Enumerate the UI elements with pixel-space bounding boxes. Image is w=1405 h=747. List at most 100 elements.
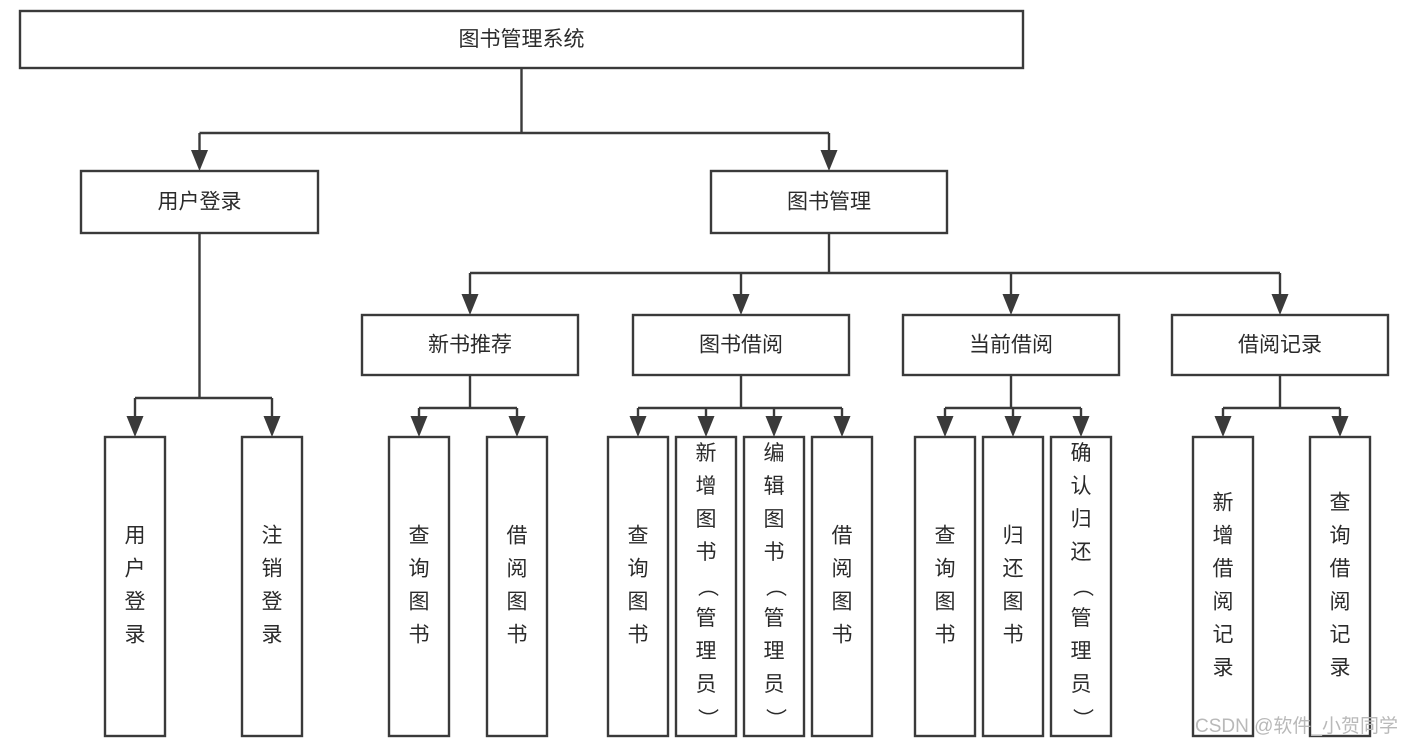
node-label-char: 书 xyxy=(628,624,649,647)
node-book-manage[interactable]: 图书管理 xyxy=(709,169,949,235)
node-label-char: 录 xyxy=(1213,657,1234,680)
node-label-char: 理 xyxy=(764,640,785,663)
node-label-char: 书 xyxy=(1003,624,1024,647)
node-label-char: 登 xyxy=(125,591,146,614)
arrow-head-icon xyxy=(191,150,208,171)
arrow-head-icon xyxy=(833,416,851,437)
node-box-leaf-add-record[interactable] xyxy=(1191,435,1255,738)
node-label-char: 归 xyxy=(1071,508,1092,531)
node-label-char: 询 xyxy=(409,558,430,581)
arrow-head-icon xyxy=(765,416,783,437)
node-box-leaf-query-book-1[interactable] xyxy=(387,435,451,738)
node-label-char: 借 xyxy=(832,525,853,548)
node-box-leaf-user-login[interactable] xyxy=(103,435,167,738)
node-label-char: 管 xyxy=(696,607,717,630)
node-label-char: 录 xyxy=(262,624,283,647)
arrow-head-icon xyxy=(697,416,715,437)
arrow-head-icon xyxy=(820,150,838,171)
node-box-leaf-add-book[interactable] xyxy=(674,435,738,738)
node-label-char: 阅 xyxy=(507,558,528,581)
node-box-leaf-return-book[interactable] xyxy=(981,435,1045,738)
node-label-char: 辑 xyxy=(764,475,785,498)
node-box-user-login[interactable] xyxy=(79,169,320,235)
node-label-char: 归 xyxy=(1003,525,1024,548)
connector-group-current-borrow-to-leaves xyxy=(936,375,1090,437)
node-box-leaf-edit-book[interactable] xyxy=(742,435,806,738)
node-current-borrow[interactable]: 当前借阅 xyxy=(901,313,1121,377)
node-label: 图书管理系统 xyxy=(459,28,585,51)
node-box-book-manage[interactable] xyxy=(709,169,949,235)
node-book-borrow[interactable]: 图书借阅 xyxy=(631,313,851,377)
node-label-char: 查 xyxy=(409,525,430,548)
node-label-char: 录 xyxy=(1330,657,1351,680)
node-label-char: 询 xyxy=(628,558,649,581)
node-label-char: 增 xyxy=(1213,525,1234,548)
node-box-borrow-record[interactable] xyxy=(1170,313,1390,377)
node-box-book-borrow[interactable] xyxy=(631,313,851,377)
node-box-root[interactable] xyxy=(18,9,1025,70)
node-label-char: ） xyxy=(695,708,718,729)
connector-group-borrow-record-to-leaves xyxy=(1214,375,1349,437)
node-new-book-rec[interactable]: 新书推荐 xyxy=(360,313,580,377)
node-box-new-book-rec[interactable] xyxy=(360,313,580,377)
node-box-leaf-borrow-book-1[interactable] xyxy=(485,435,549,738)
node-box-leaf-query-book-2[interactable] xyxy=(606,435,670,738)
node-root[interactable]: 图书管理系统 xyxy=(18,9,1025,70)
node-label-char: 图 xyxy=(764,508,785,531)
node-box-leaf-borrow-book-2[interactable] xyxy=(810,435,874,738)
node-label-char: 新 xyxy=(1213,492,1234,515)
connector-group-new-book-rec-to-leaves xyxy=(410,375,526,437)
arrow-head-icon xyxy=(126,416,144,437)
node-label-char: 户 xyxy=(125,558,146,581)
node-leaf-user-login[interactable]: 用户登录 xyxy=(103,435,167,738)
node-label-char: 记 xyxy=(1213,624,1234,647)
node-label-char: 新 xyxy=(696,442,717,465)
node-label-char: 图 xyxy=(832,591,853,614)
node-label-char: 认 xyxy=(1071,475,1092,498)
connector-group-book-manage-to-level2 xyxy=(461,233,1289,315)
node-label-char: 书 xyxy=(832,624,853,647)
arrow-head-icon xyxy=(263,416,281,437)
node-box-leaf-query-record[interactable] xyxy=(1308,435,1372,738)
node-box-leaf-user-logout[interactable] xyxy=(240,435,304,738)
node-label-char: 员 xyxy=(764,673,785,696)
node-label-char: （ xyxy=(1070,576,1093,597)
arrow-head-icon xyxy=(1331,416,1349,437)
node-label-char: 阅 xyxy=(832,558,853,581)
node-label-char: 查 xyxy=(628,525,649,548)
node-label-char: 确 xyxy=(1071,442,1092,465)
node-label-char: 借 xyxy=(507,525,528,548)
node-label-char: ） xyxy=(763,708,786,729)
node-label-char: 书 xyxy=(507,624,528,647)
node-box-current-borrow[interactable] xyxy=(901,313,1121,377)
arrow-head-icon xyxy=(461,294,479,315)
node-box-leaf-confirm-return[interactable] xyxy=(1049,435,1113,738)
node-label-char: 录 xyxy=(125,624,146,647)
node-label-char: 理 xyxy=(1071,640,1092,663)
node-label-char: 员 xyxy=(1071,673,1092,696)
node-borrow-record[interactable]: 借阅记录 xyxy=(1170,313,1390,377)
node-layer: 图书管理系统用户登录图书管理新书推荐图书借阅当前借阅借阅记录用户登录注销登录查询… xyxy=(18,9,1390,738)
node-user-login[interactable]: 用户登录 xyxy=(79,169,320,235)
node-label: 当前借阅 xyxy=(969,334,1053,357)
arrow-head-icon xyxy=(508,416,526,437)
node-label-char: 书 xyxy=(409,624,430,647)
node-label: 新书推荐 xyxy=(428,334,512,357)
node-label-char: 还 xyxy=(1071,541,1092,564)
node-box-leaf-query-book-3[interactable] xyxy=(913,435,977,738)
connector-group-root-to-level1 xyxy=(191,68,838,171)
